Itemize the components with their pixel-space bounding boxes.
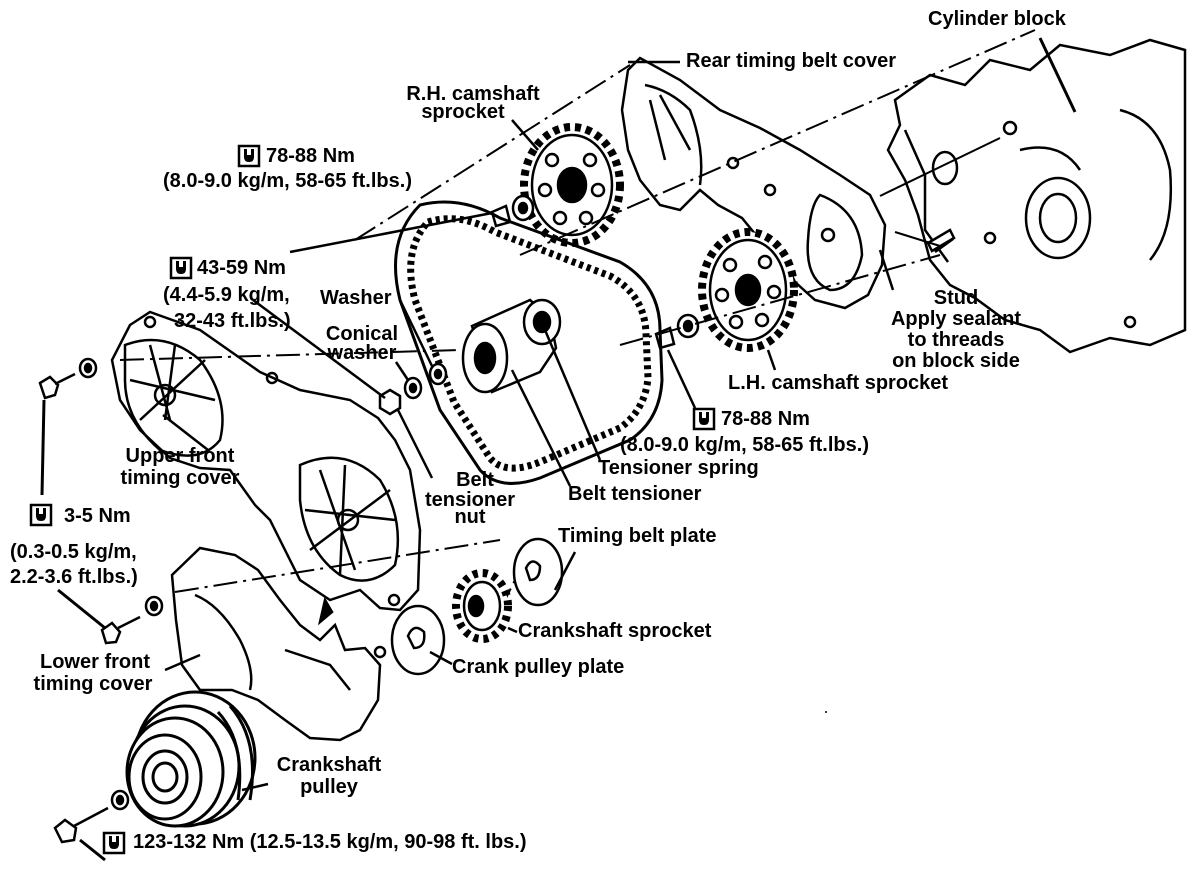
rh-camshaft-sprocket — [520, 123, 624, 247]
belt-tensioner — [461, 298, 562, 394]
torque-cover-bolt-nm: 3-5 Nm — [64, 505, 131, 527]
conical-washer-leader — [394, 361, 410, 381]
crank-pulley-plate-leader — [429, 650, 453, 666]
lh-sprocket-leader — [766, 349, 777, 371]
timing-belt-plate-leader — [553, 551, 577, 591]
upper-front-timing-cover — [110, 310, 422, 612]
timing-belt — [394, 200, 664, 485]
label-washer: Washer — [320, 287, 392, 309]
lower-bolt-leader — [57, 588, 106, 630]
lh-bolt-leader — [666, 349, 697, 409]
label-rear-timing-belt-cover: Rear timing belt cover — [686, 50, 897, 72]
label-stud-note-3: on block side — [892, 350, 1020, 372]
tensioner-washer — [428, 362, 448, 386]
torque-cover-bolt-ftlbs: 2.2-3.6 ft.lbs.) — [10, 566, 138, 588]
label-crankshaft-pulley-line1: Crankshaft — [276, 754, 382, 776]
belt-tensioner-nut-leader — [396, 409, 434, 479]
rh-sprocket-leader — [511, 119, 539, 151]
label-stud: Stud — [933, 287, 979, 309]
belt-tensioner-leader — [510, 369, 572, 487]
belt-tensioner-nut — [378, 388, 402, 416]
crankshaft-pulley-leader — [241, 782, 269, 792]
stud-axis-line — [879, 137, 1001, 197]
crankshaft-sprocket — [452, 569, 512, 643]
washer-leader — [398, 299, 434, 367]
lower-cover-leader — [164, 653, 201, 672]
label-belt-tensioner-nut-line3: nut — [454, 506, 486, 528]
lower-cover-bolt — [100, 595, 164, 645]
label-lower-front-timing-cover-line2: timing cover — [33, 673, 153, 695]
torque-crank-bolt: 123-132 Nm (12.5-13.5 kg/m, 90-98 ft. lb… — [133, 831, 527, 853]
rh-bolt-torque-leader — [289, 211, 493, 254]
stud — [926, 228, 956, 253]
lower-front-timing-cover — [170, 546, 387, 742]
label-stud-note-2: to threads — [907, 329, 1005, 351]
torque-tensioner-nut-ftlbs: 32-43 ft.lbs.) — [174, 310, 291, 332]
rear-timing-belt-cover — [620, 56, 887, 310]
torque-lh-cam-bolt-nm: 78-88 Nm — [721, 408, 810, 430]
speck — [825, 711, 827, 713]
stud-thread-line — [894, 231, 941, 247]
timing-belt-plate — [512, 537, 564, 607]
conical-washer — [403, 376, 423, 400]
torque-lh-cam-bolt-detail: (8.0-9.0 kg/m, 58-65 ft.lbs.) — [620, 434, 869, 456]
label-upper-front-timing-cover-line2: timing cover — [120, 467, 240, 489]
label-conical-washer-line1: Conical — [325, 323, 399, 345]
label-cylinder-block: Cylinder block — [928, 8, 1066, 30]
torque-wrench-icon — [169, 256, 193, 280]
label-crankshaft-pulley-line2: pulley — [300, 776, 358, 798]
torque-tensioner-nut-nm: 43-59 Nm — [197, 257, 286, 279]
label-belt-tensioner-nut-line1: Belt — [456, 469, 494, 491]
label-crankshaft-sprocket: Crankshaft sprocket — [518, 620, 712, 642]
crankshaft-sprocket-leader — [507, 626, 518, 634]
label-rh-camshaft-sprocket-line2: sprocket — [421, 101, 505, 123]
label-stud-note-1: Apply sealant — [890, 308, 1022, 330]
torque-tensioner-nut-kgm: (4.4-5.9 kg/m, — [163, 284, 290, 306]
torque-cover-bolt-kgm: (0.3-0.5 kg/m, — [10, 541, 137, 563]
crank-pulley-plate — [390, 604, 446, 676]
label-belt-tensioner-nut-line2: tensioner — [424, 489, 516, 511]
label-lh-camshaft-sprocket: L.H. camshaft sprocket — [728, 372, 949, 394]
crank-bolt-leader — [79, 838, 106, 862]
torque-rh-cam-bolt-detail: (8.0-9.0 kg/m, 58-65 ft.lbs.) — [163, 170, 412, 192]
lh-camshaft-bolt — [654, 313, 700, 350]
label-lower-front-timing-cover-line1: Lower front — [40, 651, 150, 673]
upper-bolt-leader — [40, 399, 46, 496]
label-rh-camshaft-sprocket-line1: R.H. camshaft — [406, 83, 540, 105]
tensioner-spring-leader — [543, 329, 602, 461]
tensioner-torque-leader — [252, 298, 386, 400]
label-conical-washer-line2: washer — [327, 342, 397, 364]
crankshaft-pulley — [125, 690, 257, 828]
torque-wrench-icon — [29, 503, 53, 527]
upper-cover-bolt — [38, 357, 98, 400]
torque-wrench-icon — [102, 831, 126, 855]
upper-cover-leader — [162, 414, 209, 451]
label-crank-pulley-plate: Crank pulley plate — [452, 656, 625, 678]
label-belt-tensioner: Belt tensioner — [568, 483, 702, 505]
label-tensioner-spring: Tensioner spring — [598, 457, 759, 479]
label-timing-belt-plate: Timing belt plate — [558, 525, 717, 547]
label-upper-front-timing-cover-line1: Upper front — [125, 445, 235, 467]
lh-camshaft-sprocket — [698, 228, 798, 352]
torque-wrench-icon — [237, 144, 261, 168]
cylinder-block-leader — [1038, 37, 1077, 113]
torque-rh-cam-bolt-nm: 78-88 Nm — [266, 145, 355, 167]
crankshaft-pulley-bolt — [53, 789, 130, 844]
torque-wrench-icon — [692, 407, 716, 431]
